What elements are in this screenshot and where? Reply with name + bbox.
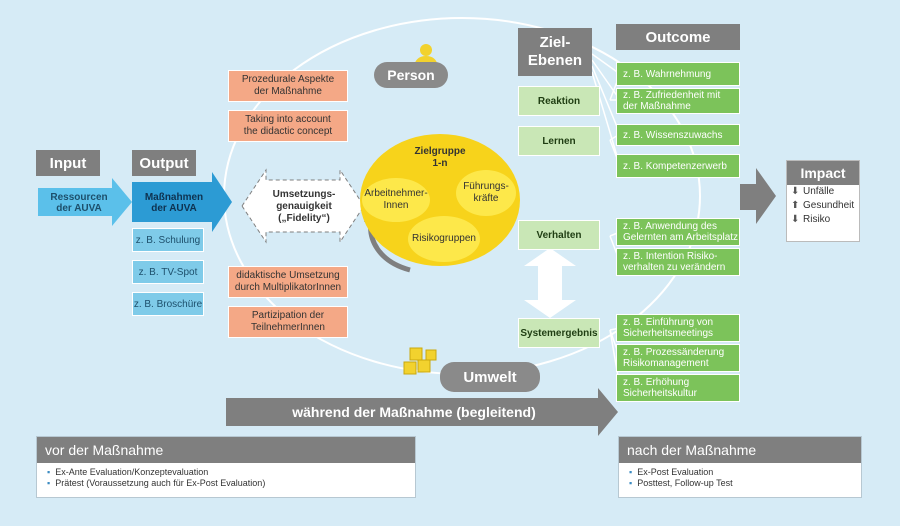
before-panel: vor der Maßnahme Ex-Ante Evaluation/Konz… xyxy=(36,436,416,498)
outcome-item: z. B. Einführung von Sicherheitsmeetings xyxy=(616,314,740,342)
after-title: nach der Maßnahme xyxy=(619,437,861,463)
header-ziel-ebenen: Ziel- Ebenen xyxy=(518,28,592,76)
impact-label: Risiko xyxy=(803,214,831,225)
list-item: Posttest, Follow-up Test xyxy=(629,478,861,489)
impact-row: ⬇Risiko xyxy=(787,213,859,227)
outcome-item: z. B. Wahrnehmung xyxy=(616,62,740,86)
output-item: z. B. TV-Spot xyxy=(132,260,204,284)
impact-label: Gesundheit xyxy=(803,200,855,211)
outcome-item: z. B. Zufriedenheit mit der Maßnahme xyxy=(616,88,740,114)
arrow-up-icon: ⬆ xyxy=(791,200,800,211)
input-arrow xyxy=(38,178,132,226)
person-label: Person xyxy=(374,62,448,88)
target-employees: Arbeitnehmer- Innen xyxy=(362,178,430,222)
target-managers: Führungs- kräfte xyxy=(456,170,516,216)
input-resources: Ressourcen der AUVA xyxy=(50,192,108,214)
during-label: während der Maßnahme (begleitend) xyxy=(292,404,536,420)
outcome-item: z. B. Wissenszuwachs xyxy=(616,124,740,146)
outcome-item: z. B. Kompetenzerwerb xyxy=(616,154,740,178)
outcome-item: z. B. Intention Risiko- verhalten zu ver… xyxy=(616,248,740,276)
after-panel: nach der Maßnahme Ex-Post Evaluation Pos… xyxy=(618,436,862,498)
level-verhalten: Verhalten xyxy=(518,220,600,250)
header-input: Input xyxy=(36,150,100,176)
impact-arrow xyxy=(740,168,776,224)
before-title: vor der Maßnahme xyxy=(37,437,415,463)
output-arrow xyxy=(132,172,232,232)
output-item: z. B. Broschüre xyxy=(132,292,204,316)
impact-label: Unfälle xyxy=(803,186,835,197)
process-aspect-box: Prozedurale Aspekte der Maßnahme xyxy=(228,70,348,102)
arrow-down-icon: ⬇ xyxy=(791,214,800,225)
fidelity-label: Umsetzungs- genauigkeit („Fidelity“) xyxy=(272,189,336,224)
output-item: z. B. Schulung xyxy=(132,228,204,252)
list-item: Prätest (Voraussetzung auch für Ex-Post … xyxy=(47,478,415,489)
process-aspect-box: Taking into account the didactic concept xyxy=(228,110,348,142)
level-reaktion: Reaktion xyxy=(518,86,600,116)
level-systemergebnis: Systemergebnis xyxy=(518,318,600,348)
impact-box: Impact ⬇Unfälle ⬆Gesundheit ⬇Risiko xyxy=(786,160,860,242)
cubes-icon xyxy=(403,347,437,375)
double-arrow xyxy=(524,248,576,318)
after-list: Ex-Post Evaluation Posttest, Follow-up T… xyxy=(619,467,861,489)
process-aspect-box: Partizipation der TeilnehmerInnen xyxy=(228,306,348,338)
list-item: Ex-Ante Evaluation/Konzeptevaluation xyxy=(47,467,415,478)
before-list: Ex-Ante Evaluation/Konzeptevaluation Prä… xyxy=(37,467,415,489)
outcome-item: z. B. Prozessänderung Risikomanagement xyxy=(616,344,740,372)
outcome-item: z. B. Anwendung des Gelernten am Arbeits… xyxy=(616,218,740,246)
level-lernen: Lernen xyxy=(518,126,600,156)
process-aspect-box: didaktische Umsetzung durch Multiplikato… xyxy=(228,266,348,298)
output-measures: Maßnahmen der AUVA xyxy=(144,192,204,214)
header-impact: Impact xyxy=(787,161,859,185)
header-outcome: Outcome xyxy=(616,24,740,50)
list-item: Ex-Post Evaluation xyxy=(629,467,861,478)
outcome-item: z. B. Erhöhung Sicherheitskultur xyxy=(616,374,740,402)
umwelt-label: Umwelt xyxy=(440,362,540,392)
target-risk-groups: Risikogruppen xyxy=(408,216,480,262)
arrow-down-icon: ⬇ xyxy=(791,186,800,197)
header-output: Output xyxy=(132,150,196,176)
impact-row: ⬆Gesundheit xyxy=(787,199,859,213)
fidelity-arrow xyxy=(241,168,365,244)
during-arrow xyxy=(226,388,618,436)
impact-row: ⬇Unfälle xyxy=(787,185,859,199)
